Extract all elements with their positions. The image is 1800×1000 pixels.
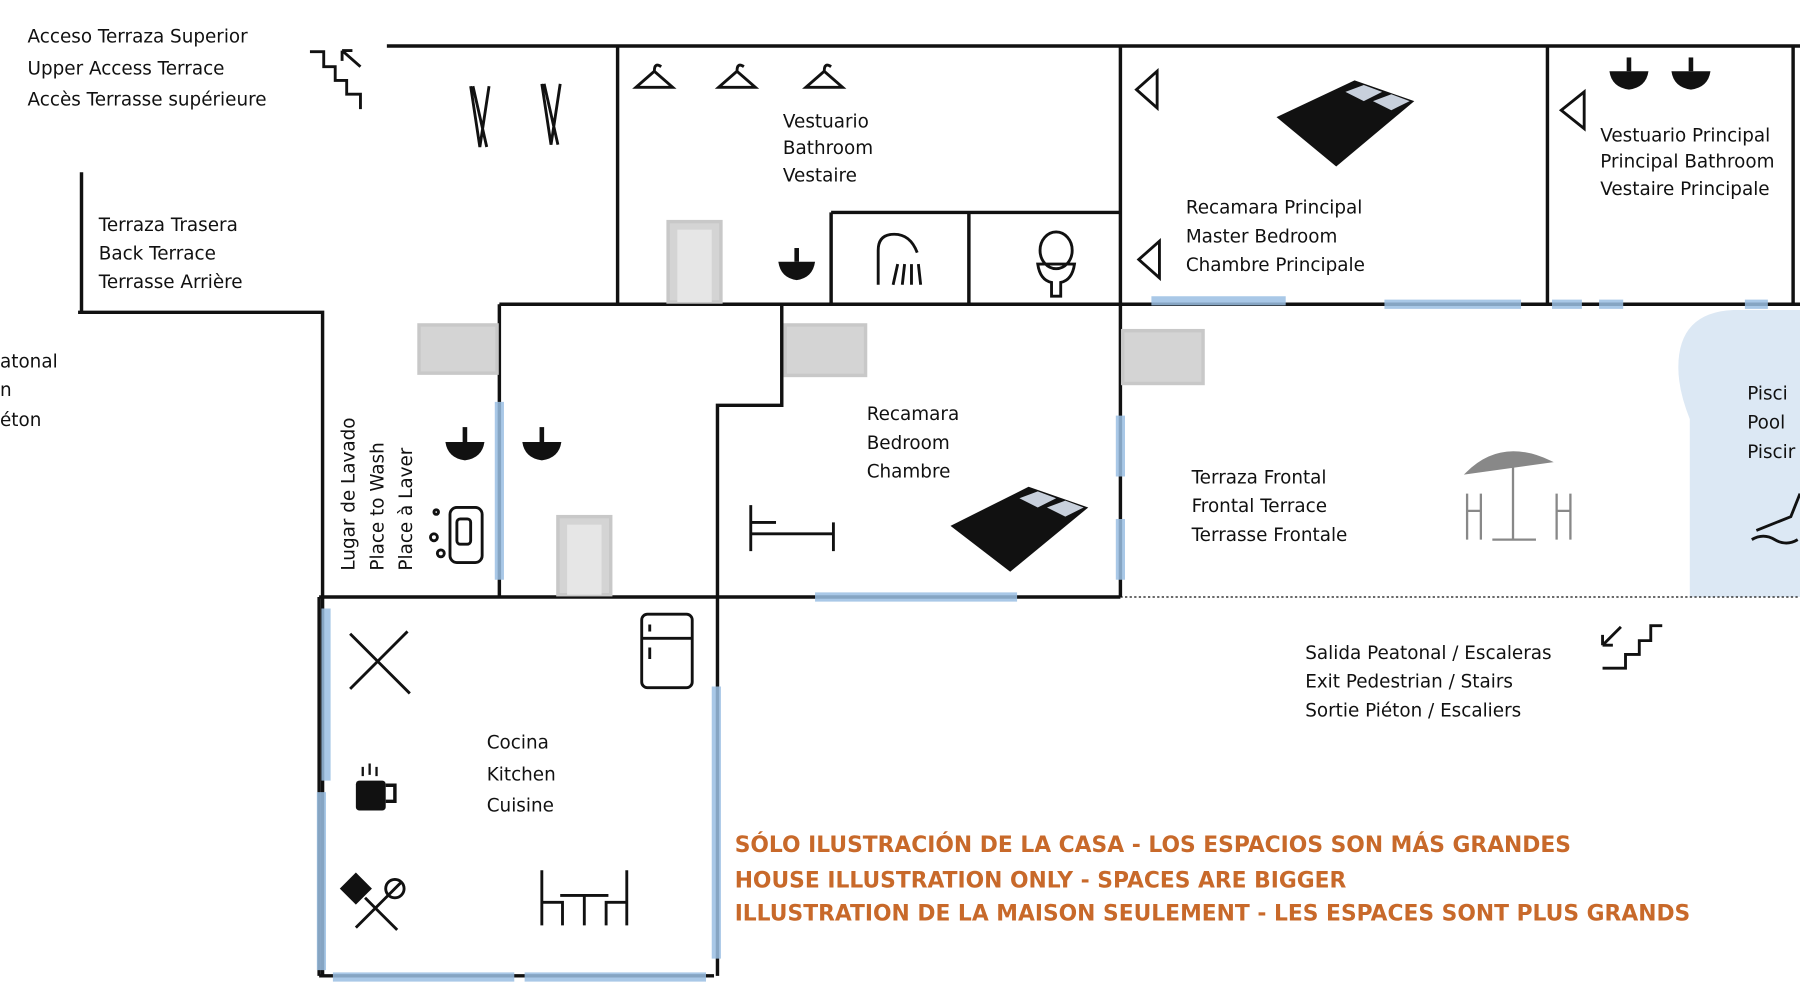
- window-icon: [417, 323, 1205, 386]
- label-wash-place: Lugar de Lavado Place to Wash Place à La…: [339, 417, 417, 570]
- svg-text:SÓLO ILUSTRACIÓN DE LA CASA -: SÓLO ILUSTRACIÓN DE LA CASA - LOS ESPACI…: [735, 832, 1571, 858]
- svg-text:Acceso Terraza Superior: Acceso Terraza Superior: [28, 27, 249, 48]
- label-pool: Pisci Pool Piscir: [1747, 384, 1796, 464]
- svg-text:atonal: atonal: [0, 351, 58, 372]
- dining-table-icon: [540, 870, 629, 926]
- double-bed-icon: [950, 486, 1089, 572]
- single-bed-icon: [749, 505, 835, 552]
- svg-text:éton: éton: [0, 410, 41, 431]
- svg-text:Upper Access Terrace: Upper Access Terrace: [28, 59, 225, 80]
- shower-icon: [876, 232, 923, 286]
- clothespin-icon: [469, 85, 491, 148]
- svg-text:Bathroom: Bathroom: [783, 138, 873, 159]
- svg-text:HOUSE ILLUSTRATION ONLY - SPAC: HOUSE ILLUSTRATION ONLY - SPACES ARE BIG…: [735, 868, 1347, 893]
- svg-text:Recamara: Recamara: [867, 404, 960, 425]
- coffee-icon: [355, 763, 397, 811]
- svg-text:Place à Laver: Place à Laver: [396, 447, 417, 570]
- svg-text:Bedroom: Bedroom: [867, 433, 950, 454]
- door-icon: [556, 514, 613, 597]
- door-icon: [666, 219, 723, 304]
- svg-text:Vestuario Principal: Vestuario Principal: [1600, 125, 1770, 146]
- svg-text:Terraza Frontal: Terraza Frontal: [1191, 467, 1327, 488]
- svg-text:Terrasse Frontale: Terrasse Frontale: [1191, 525, 1348, 546]
- label-bathroom: Vestuario Bathroom Vestaire: [783, 111, 873, 186]
- fridge-icon: [640, 612, 694, 690]
- utensils-icon: [349, 630, 411, 695]
- svg-text:Pool: Pool: [1747, 412, 1785, 433]
- umbrella-table-icon: [1463, 451, 1572, 541]
- clothespin-icon: [540, 83, 562, 146]
- svg-text:Piscir: Piscir: [1747, 442, 1796, 463]
- hanger-icon: [1136, 237, 1161, 282]
- hanger-icon: [1558, 88, 1586, 132]
- washing-icon: [429, 506, 484, 564]
- hanger-icon: [1134, 68, 1159, 112]
- label-upper-access: Acceso Terraza Superior Upper Access Ter…: [28, 27, 267, 111]
- svg-text:n: n: [0, 380, 12, 401]
- svg-text:Cuisine: Cuisine: [487, 796, 554, 817]
- svg-text:Lugar de Lavado: Lugar de Lavado: [339, 417, 360, 570]
- svg-text:Back Terrace: Back Terrace: [99, 244, 216, 265]
- svg-text:Chambre Principale: Chambre Principale: [1186, 255, 1365, 276]
- svg-text:Accès Terrasse supérieure: Accès Terrasse supérieure: [28, 90, 267, 111]
- sink-icon: [445, 427, 485, 461]
- spatula-icon: [339, 872, 406, 931]
- svg-text:Salida Peatonal / Escaleras: Salida Peatonal / Escaleras: [1305, 643, 1551, 664]
- toilet-icon: [1036, 230, 1077, 298]
- svg-text:Sortie Piéton / Escaliers: Sortie Piéton / Escaliers: [1305, 700, 1521, 721]
- label-master-bedroom: Recamara Principal Master Bedroom Chambr…: [1186, 198, 1365, 276]
- label-principal-bathroom: Vestuario Principal Principal Bathroom V…: [1600, 125, 1774, 200]
- svg-text:Chambre: Chambre: [867, 462, 951, 483]
- sink-icon: [778, 248, 816, 281]
- svg-text:Terraza Trasera: Terraza Trasera: [98, 215, 238, 236]
- sink-icon: [522, 427, 562, 461]
- svg-text:Place to Wash: Place to Wash: [367, 442, 388, 570]
- svg-text:Vestuario: Vestuario: [783, 111, 869, 132]
- svg-text:Terrasse Arrière: Terrasse Arrière: [98, 272, 243, 293]
- sink-icon: [1609, 57, 1649, 90]
- label-bedroom: Recamara Bedroom Chambre: [867, 404, 960, 482]
- hanger-icon: [802, 63, 847, 89]
- svg-text:Pisci: Pisci: [1747, 384, 1788, 405]
- svg-text:Cocina: Cocina: [487, 733, 549, 754]
- label-front-terrace: Terraza Frontal Frontal Terrace Terrasse…: [1191, 467, 1348, 545]
- svg-text:Frontal Terrace: Frontal Terrace: [1192, 496, 1327, 517]
- sink-icon: [1671, 57, 1711, 90]
- label-back-terrace: Terraza Trasera Back Terrace Terrasse Ar…: [98, 215, 243, 293]
- swimmer-icon: [1751, 493, 1800, 545]
- svg-text:Kitchen: Kitchen: [487, 765, 556, 786]
- svg-text:Principal Bathroom: Principal Bathroom: [1600, 152, 1774, 173]
- label-kitchen: Cocina Kitchen Cuisine: [487, 733, 556, 817]
- svg-text:ILLUSTRATION DE LA MAISON SEUL: ILLUSTRATION DE LA MAISON SEULEMENT - LE…: [735, 902, 1691, 927]
- svg-text:Recamara Principal: Recamara Principal: [1186, 198, 1363, 219]
- stairs-down-icon: [1601, 624, 1663, 670]
- hanger-icon: [632, 63, 677, 89]
- svg-text:Vestaire: Vestaire: [783, 165, 857, 186]
- label-pedestrian-left: atonal n éton: [0, 351, 58, 431]
- svg-text:Master Bedroom: Master Bedroom: [1186, 226, 1338, 247]
- hanger-icon: [714, 63, 760, 89]
- windows: [316, 296, 1768, 982]
- double-bed-icon: [1276, 80, 1415, 167]
- svg-text:Vestaire Principale: Vestaire Principale: [1600, 179, 1769, 200]
- label-exit: Salida Peatonal / Escaleras Exit Pedestr…: [1305, 643, 1551, 721]
- svg-text:Exit Pedestrian / Stairs: Exit Pedestrian / Stairs: [1305, 672, 1513, 693]
- disclaimer-note: SÓLO ILUSTRACIÓN DE LA CASA - LOS ESPACI…: [735, 832, 1691, 927]
- stairs-up-icon: [309, 49, 362, 110]
